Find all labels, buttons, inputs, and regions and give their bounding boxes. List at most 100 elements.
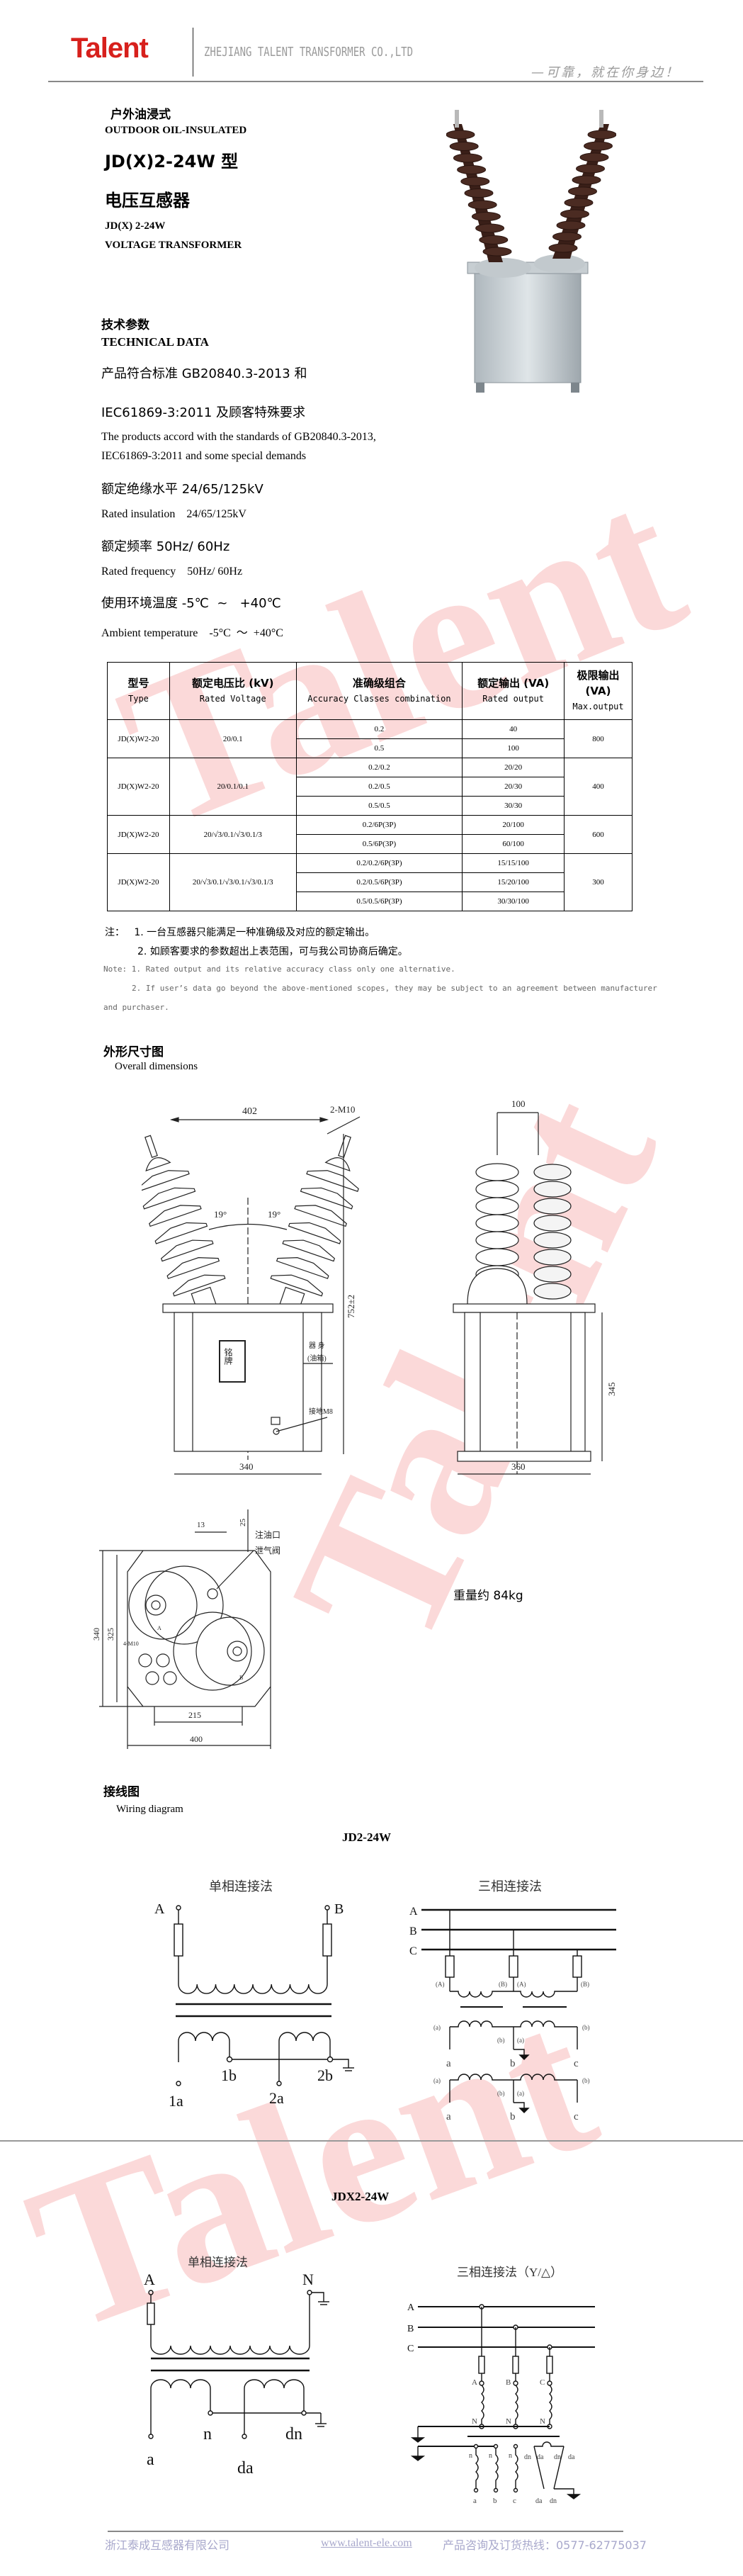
label-1b: 1b	[221, 2066, 237, 2084]
label-1a: 1a	[169, 2092, 183, 2110]
temperature-cn: 使用环境温度 -5℃ ~ +40℃	[101, 596, 281, 611]
wiring-heading-en: Wiring diagram	[116, 1804, 183, 1815]
dim-100: 100	[511, 1098, 526, 1109]
terminal-b-label: b	[510, 2111, 516, 2122]
note-cn-1: 注： 1. 一台互感器只能满足一种准确级及对应的额定输出。	[105, 927, 375, 938]
insulator-shed	[533, 1266, 572, 1283]
label-pA-2: (A)	[517, 1981, 526, 1988]
col-max-unit: (VA)	[585, 685, 611, 697]
insulator-shed	[160, 1239, 214, 1262]
insulator-shed	[564, 198, 594, 208]
cell-max-output: 300	[564, 853, 633, 911]
cell-output: 20/20	[462, 758, 565, 777]
jd-title: JD2-24W	[342, 1830, 391, 1844]
label-pA: (A)	[436, 1981, 445, 1988]
terminal-c-label: c	[574, 2111, 579, 2122]
insulator-shed	[576, 164, 605, 174]
insulator-shed	[584, 141, 613, 151]
type-cn: 户外油浸式	[110, 108, 171, 122]
bus-C-label: C	[407, 2344, 414, 2354]
insulator-shed	[460, 176, 490, 186]
ground-label: 接地M8	[309, 1407, 333, 1416]
tech-heading-en: TECHNICAL DATA	[101, 335, 209, 349]
insulator-shed	[464, 189, 494, 198]
insulator-shed	[457, 165, 487, 174]
dim-25: 25	[239, 1519, 247, 1527]
dim-402: 402	[242, 1106, 257, 1117]
tech-heading-cn: 技术参数	[101, 318, 149, 332]
insulator-shed	[533, 1181, 572, 1198]
cell-accuracy: 0.2/0.2/6P(3P)	[295, 853, 463, 873]
dim-400: 400	[190, 1734, 203, 1744]
cell-max-output: 400	[564, 758, 633, 816]
winding-sa-label: (a)	[433, 2024, 441, 2031]
wiring-heading-cn: 接线图	[103, 1785, 140, 1799]
winding-sa-label: (a)	[517, 2090, 524, 2097]
cell-type: JD(X)W2-20	[107, 719, 170, 758]
insulator-shed	[166, 1257, 220, 1279]
insulator-shed	[475, 1180, 519, 1198]
col-output-cn: 额定输出 (VA)	[477, 677, 550, 690]
dim-angle-left: 19°	[214, 1209, 227, 1220]
body-label-2: (油箱)	[307, 1354, 327, 1363]
insulator-shed	[533, 1198, 572, 1215]
cell-accuracy: 0.5/6P(3P)	[295, 834, 463, 854]
footer-website-link[interactable]: www.talent-ele.com	[321, 2537, 412, 2549]
terminal-n-label: n	[469, 2452, 472, 2460]
winding-sb-label: (b)	[582, 2024, 590, 2031]
insulator-shed	[471, 212, 501, 221]
col-output-en: Rated output	[482, 694, 544, 704]
insulator-shed	[475, 1248, 519, 1266]
cell-output: 40	[462, 719, 565, 739]
terminal-stud	[338, 1135, 351, 1159]
insulator-shed	[533, 1283, 572, 1300]
insulator-shed	[475, 1214, 519, 1232]
standard-cn-1: 产品符合标准 GB20840.3-2013 和	[101, 366, 307, 381]
insulator-shed	[300, 1187, 353, 1210]
primary-C-label: C	[540, 2378, 545, 2387]
insulator-shed	[449, 142, 479, 151]
label-a: a	[147, 2451, 154, 2469]
label-2a: 2a	[269, 2089, 284, 2107]
cell-voltage: 20/√3/0.1/√3/0.1/√3/0.1/3	[169, 853, 297, 911]
bus-B-label: B	[407, 2324, 414, 2334]
terminal-da-label: da	[568, 2453, 575, 2461]
body-label: 器 身	[309, 1341, 325, 1350]
insulator-shed	[475, 1197, 519, 1215]
winding-sb-label: (b)	[582, 2077, 590, 2084]
cell-output: 100	[462, 738, 565, 758]
winding-sa-label: (a)	[517, 2037, 524, 2044]
insulator-shed	[533, 1249, 572, 1266]
terminal-n-label: n	[509, 2452, 512, 2460]
frequency-en: Rated frequency 50Hz/ 60Hz	[101, 566, 243, 578]
insulator-shed	[294, 1205, 347, 1227]
cell-voltage: 20/0.1/0.1	[169, 758, 297, 816]
jdx-three-title: 三相连接法（Y/△）	[457, 2266, 562, 2279]
col-voltage-cn: 额定电压比 (kV)	[191, 677, 274, 690]
top-view-drawing: 340 325 A B 4-M10 注油口 泄气阀 13 25 215 400	[91, 1509, 280, 1749]
dim-345: 345	[606, 1383, 617, 1397]
dim-360: 360	[511, 1461, 526, 1472]
model-en: JD(X) 2-24W	[105, 220, 166, 232]
col-max-en: Max.output	[572, 702, 624, 712]
insulator-shed	[154, 1222, 208, 1244]
cell-output: 20/100	[462, 815, 565, 835]
insulation-cn: 额定绝缘水平 24/65/125kV	[101, 482, 263, 497]
nameplate-label: 铭牌	[223, 1347, 233, 1365]
type-en: OUTDOOR OIL-INSULATED	[105, 125, 247, 136]
label-2b: 2b	[317, 2066, 333, 2084]
insulator-shed	[270, 1274, 324, 1297]
product-name-cn: 电压互感器	[105, 191, 190, 210]
insulator-shed	[568, 186, 597, 196]
label-N: N	[302, 2271, 314, 2288]
cell-type: JD(X)W2-20	[107, 815, 170, 854]
insulator-shed	[479, 235, 509, 244]
insulator-shed	[149, 1205, 202, 1227]
col-max-output: 极限输出(VA)Max.output	[564, 662, 633, 720]
insulator-shed	[482, 247, 512, 257]
